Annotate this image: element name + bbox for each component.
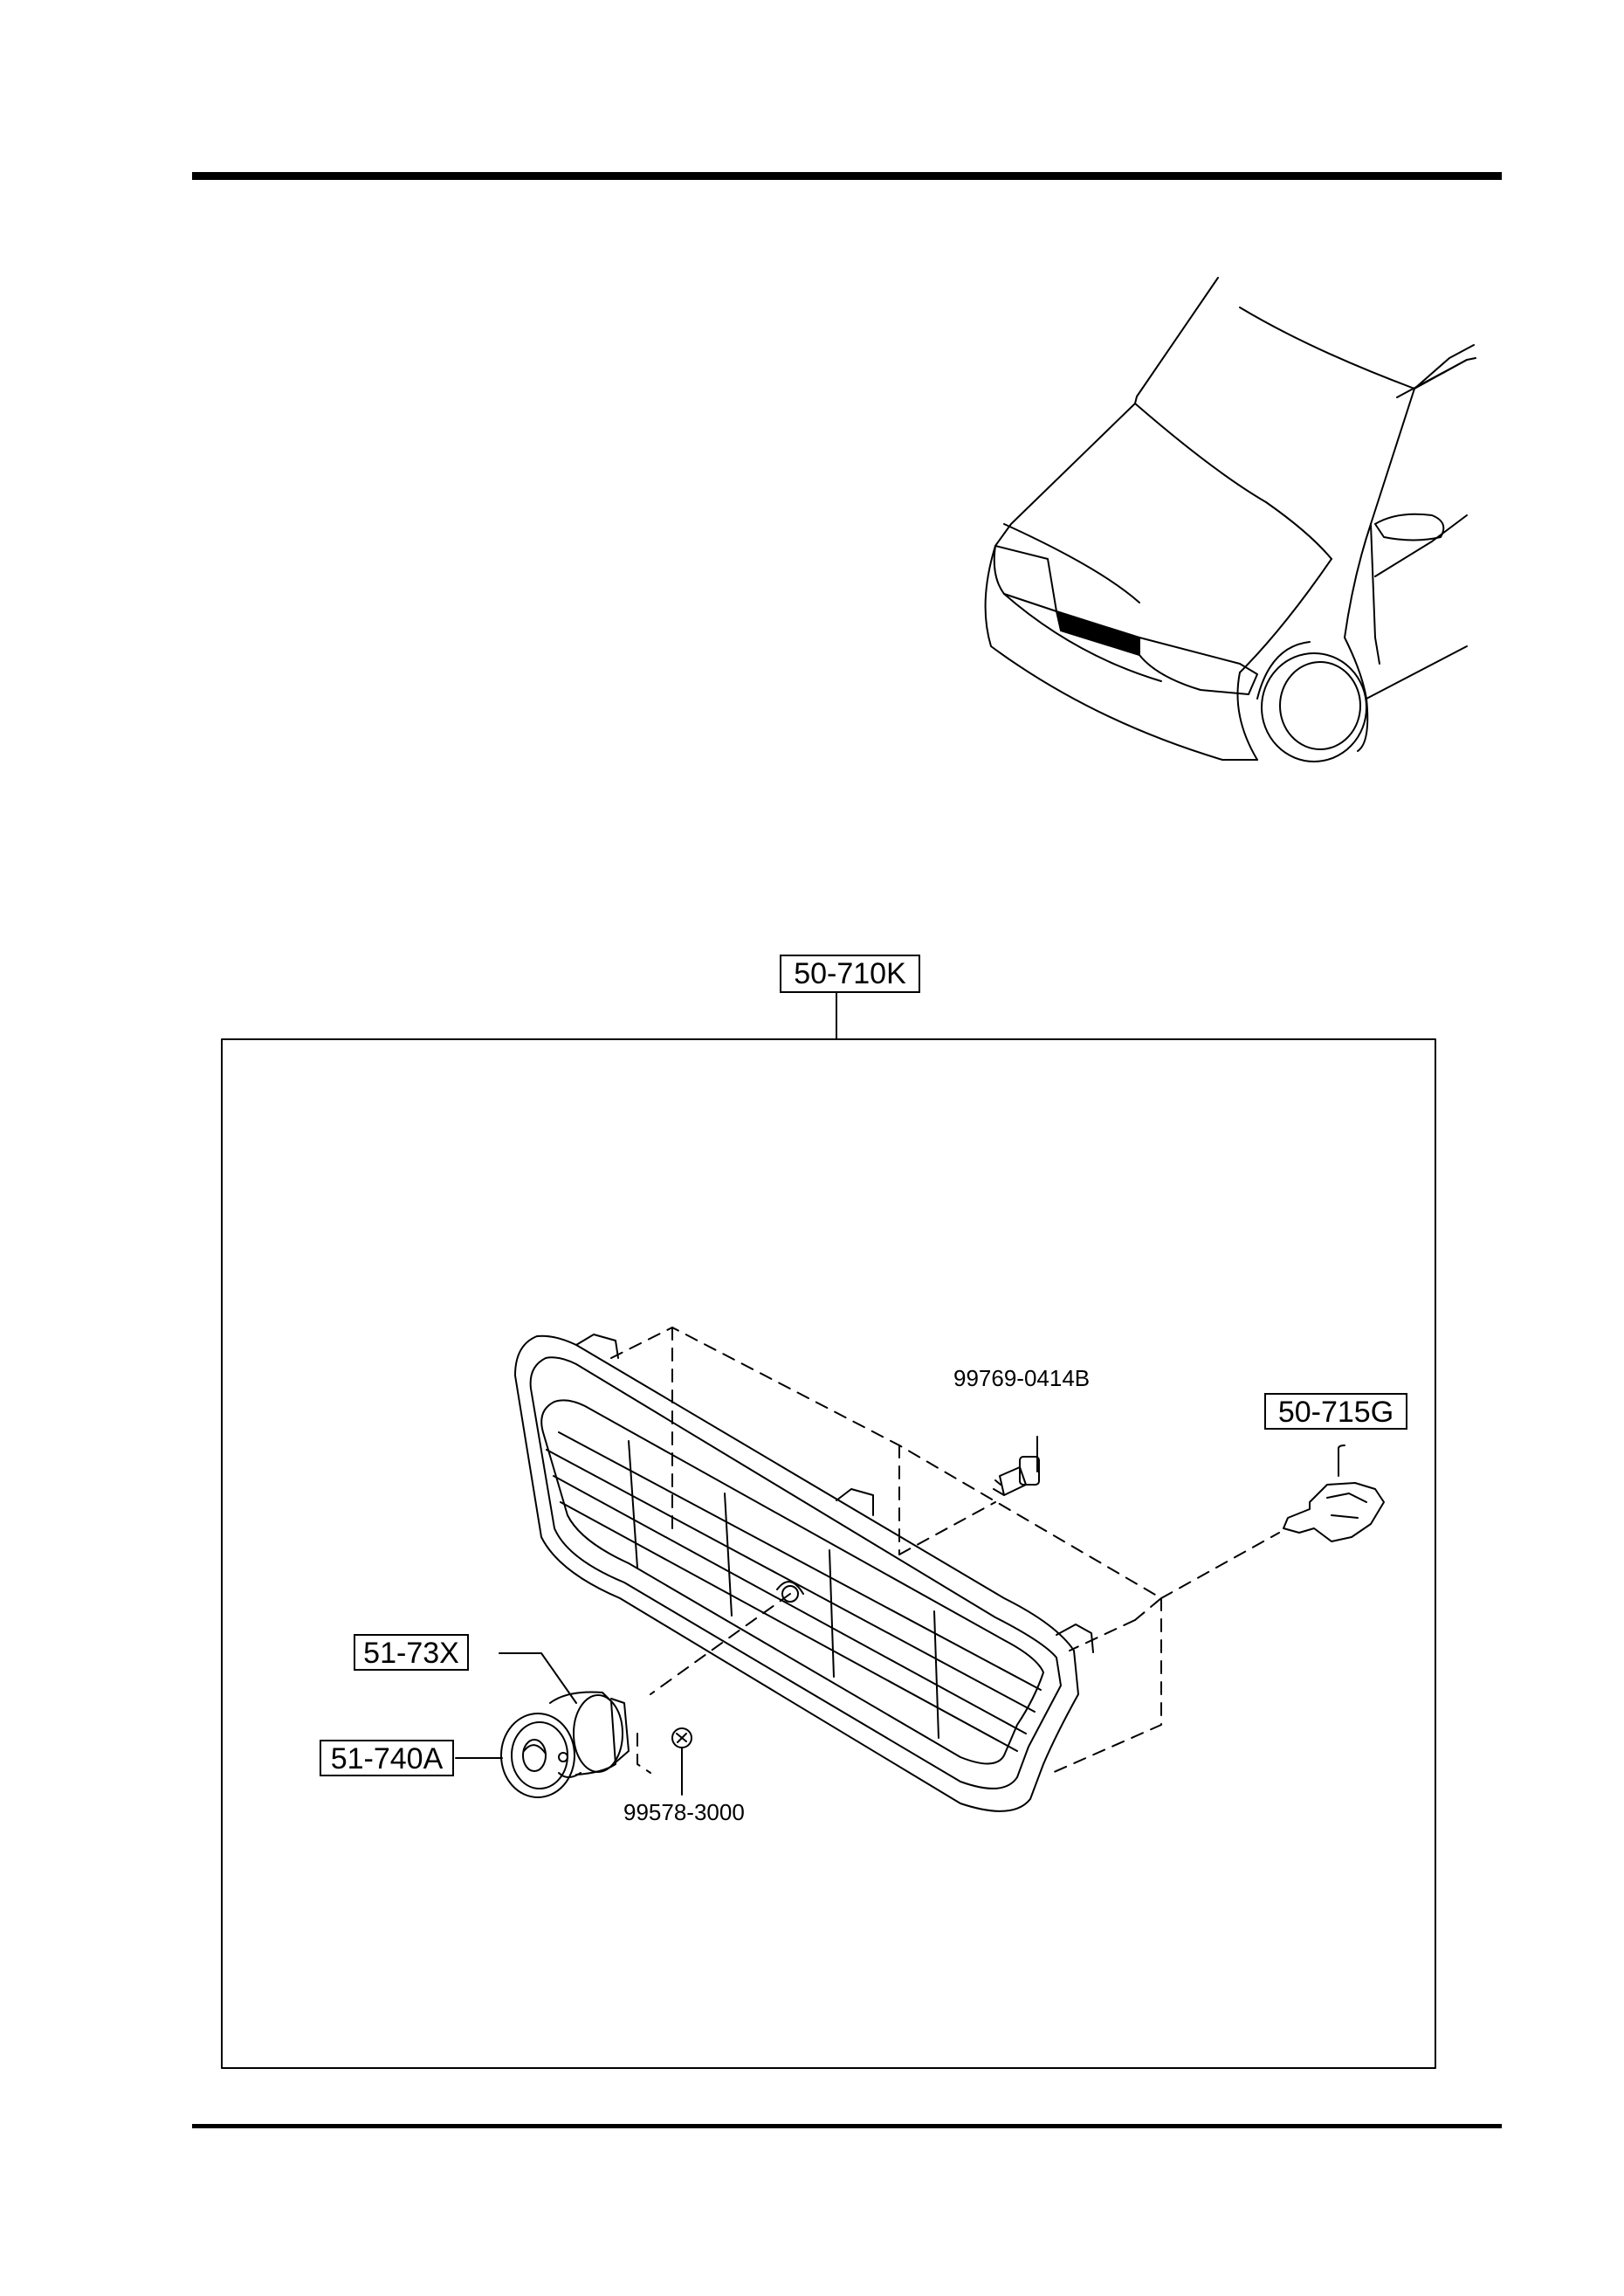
callout-emblem: 51-740A [320, 1740, 454, 1776]
top-rule [192, 172, 1502, 180]
assembly-callout: 50-710K [780, 955, 920, 993]
callout-emblem-base: 51-73X [354, 1634, 469, 1671]
car-location-view [984, 277, 1476, 762]
assembly-frame [221, 982, 1436, 2069]
emblem-assembly [455, 1652, 630, 1798]
screw [993, 1436, 1040, 1496]
callout-bracket: 50-715G [1264, 1393, 1407, 1430]
bracket [1283, 1444, 1385, 1542]
part-number-screw: 99769-0414B [953, 1365, 1091, 1391]
clip [671, 1727, 692, 1796]
radiator-grille [514, 1334, 1094, 1812]
part-number-clip: 99578-3000 [623, 1799, 745, 1825]
mounting-lines [610, 1327, 1280, 1774]
bottom-rule [192, 2124, 1502, 2128]
